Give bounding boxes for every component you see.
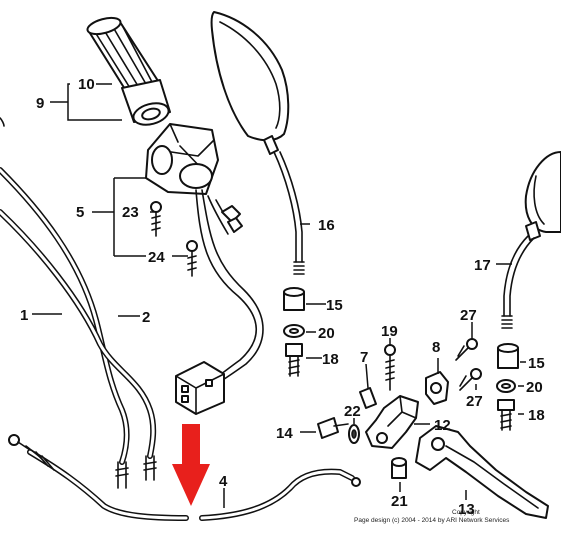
pivot-7	[359, 387, 377, 409]
washer-22	[348, 424, 360, 444]
callout-7: 7	[360, 349, 368, 366]
bolt-27b	[459, 368, 482, 391]
callout-20a: 20	[318, 325, 335, 342]
callout-5: 5	[76, 204, 84, 221]
mirror-left	[210, 11, 305, 275]
bolt-18-left	[285, 343, 303, 377]
callout-27a: 27	[460, 307, 477, 324]
callout-21: 21	[391, 493, 408, 510]
bolt-27a	[455, 338, 478, 361]
cable-end-left	[0, 117, 5, 127]
callout-2: 2	[142, 309, 150, 326]
callout-14: 14	[276, 425, 293, 442]
callout-20b: 20	[526, 379, 543, 396]
lever-holder-12	[365, 371, 449, 449]
callout-24: 24	[148, 249, 165, 266]
adapter-15-right	[497, 343, 519, 369]
callout-18b: 18	[528, 407, 545, 424]
cable-2	[0, 209, 157, 481]
bolt-19	[384, 344, 396, 391]
nut-20-right	[496, 379, 516, 393]
clutch-cable-4	[8, 434, 361, 521]
screw-14	[317, 417, 349, 439]
callout-16: 16	[318, 217, 335, 234]
copyright-notice: Copyright Page design (c) 2004 - 2014 by…	[354, 509, 510, 524]
callout-12: 12	[434, 417, 451, 434]
callout-15a: 15	[326, 297, 343, 314]
clutch-lever-13	[415, 425, 549, 519]
screw-24	[186, 240, 198, 277]
callout-8: 8	[432, 339, 440, 356]
switch-housing	[145, 123, 264, 415]
callout-1: 1	[20, 307, 28, 324]
bolt-18-right	[497, 399, 515, 431]
screw-23	[150, 201, 162, 237]
callouts: 9 10 5 23 24 16 17 1 2 15 20 18 19 27 7 …	[20, 76, 545, 518]
callout-17: 17	[474, 257, 491, 274]
throttle-grip	[86, 16, 171, 126]
callout-18a: 18	[322, 351, 339, 368]
callout-10: 10	[78, 76, 95, 93]
callout-15b: 15	[528, 355, 545, 372]
callout-9: 9	[36, 95, 44, 112]
callout-13: 13	[458, 501, 475, 518]
adapter-15-left	[283, 287, 305, 311]
callout-19: 19	[381, 323, 398, 340]
callout-23: 23	[122, 204, 139, 221]
copyright-line-2: Page design (c) 2004 - 2014 by ARI Netwo…	[354, 517, 510, 524]
copyright-line-1: Copyright	[452, 509, 480, 516]
callout-27b: 27	[466, 393, 483, 410]
leader-lines	[32, 83, 526, 508]
callout-22: 22	[344, 403, 361, 420]
callout-4: 4	[219, 473, 228, 490]
nut-20-left	[283, 324, 305, 338]
mirror-right	[501, 151, 561, 329]
collar-21	[391, 457, 407, 479]
highlight-arrow	[172, 424, 210, 506]
